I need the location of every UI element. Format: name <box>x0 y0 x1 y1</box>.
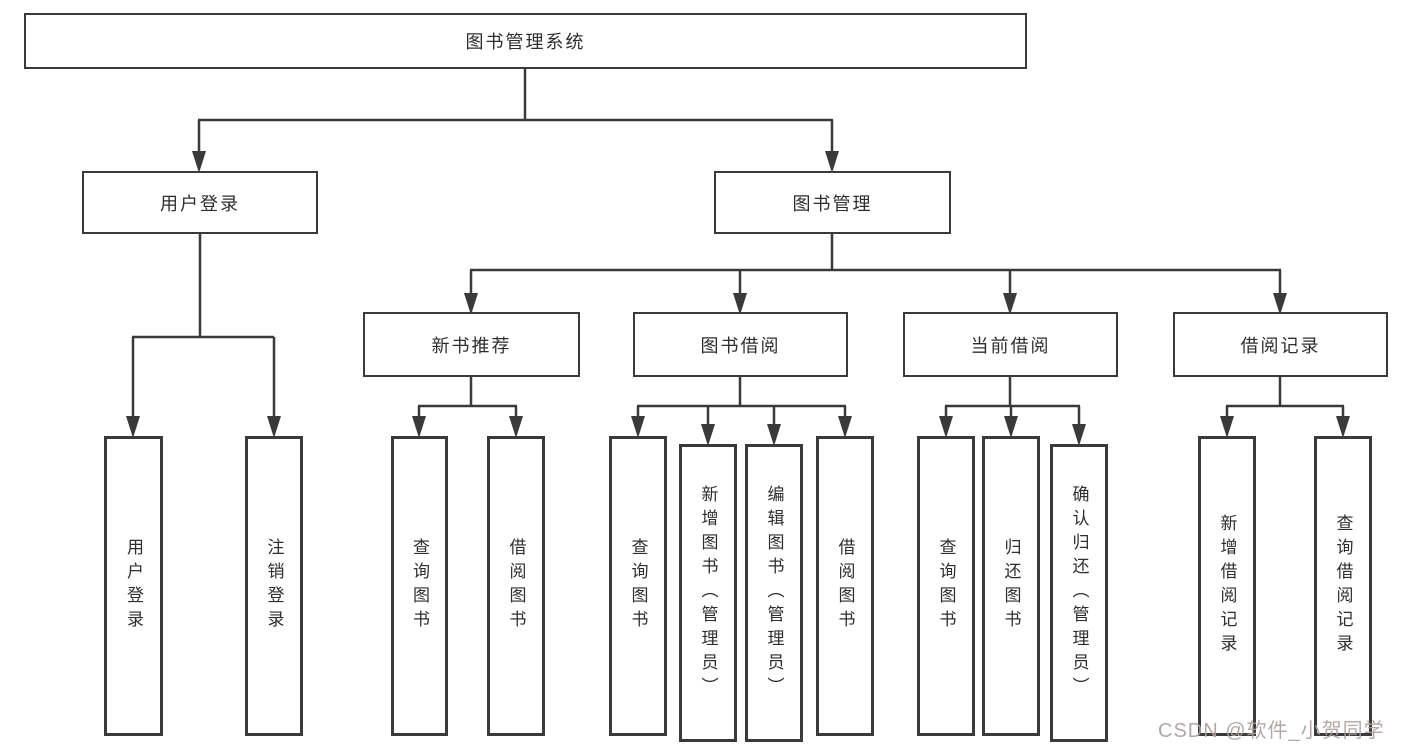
node-book-borrowing: 图书借阅 <box>633 312 848 377</box>
node-label: 图书管理系统 <box>465 32 586 52</box>
leaf-borrow-books-recommend: 借阅图书 <box>487 436 545 736</box>
leaf-user-login: 用户登录 <box>104 436 163 736</box>
node-label: 借阅图书 <box>835 538 855 634</box>
node-label: 用户登录 <box>124 538 143 634</box>
leaf-query-borrow-record: 查询借阅记录 <box>1314 436 1372 736</box>
node-label: 当前借阅 <box>970 335 1051 356</box>
node-label: 注销登录 <box>264 538 284 634</box>
node-library-management-system: 图书管理系统 <box>24 13 1027 69</box>
leaf-logout: 注销登录 <box>245 436 303 736</box>
node-label: 用户登录 <box>160 193 240 214</box>
csdn-watermark: CSDN @软件_小贺同学 <box>1158 720 1385 742</box>
leaf-query-books-recommend: 查询图书 <box>391 436 448 736</box>
leaf-query-books-borrow: 查询图书 <box>609 436 667 736</box>
leaf-edit-books-admin: 编辑图书（管理员） <box>745 444 803 742</box>
node-label: 归还图书 <box>1001 538 1021 634</box>
leaf-confirm-return-admin: 确认归还（管理员） <box>1050 444 1108 742</box>
node-label: 图书管理 <box>792 193 873 214</box>
node-label: 编辑图书（管理员） <box>764 485 784 701</box>
node-label: 图书借阅 <box>700 335 781 356</box>
node-label: 查询借阅记录 <box>1333 514 1353 658</box>
node-label: 查询图书 <box>410 538 429 634</box>
node-label: 新增图书（管理员） <box>698 485 718 701</box>
node-label: 查询图书 <box>936 538 956 634</box>
node-label: 新增借阅记录 <box>1217 514 1237 658</box>
node-borrow-records: 借阅记录 <box>1173 312 1388 377</box>
leaf-add-books-admin: 新增图书（管理员） <box>679 444 737 742</box>
node-label: 新书推荐 <box>431 335 512 356</box>
node-new-book-recommend: 新书推荐 <box>363 312 580 377</box>
node-current-borrowing: 当前借阅 <box>903 312 1118 377</box>
node-book-management: 图书管理 <box>714 171 951 234</box>
node-label: 借阅图书 <box>506 538 526 634</box>
leaf-query-books-current: 查询图书 <box>917 436 975 736</box>
node-label: 查询图书 <box>628 538 648 634</box>
leaf-return-books: 归还图书 <box>982 436 1040 736</box>
node-label: 确认归还（管理员） <box>1069 485 1089 701</box>
node-label: 借阅记录 <box>1240 335 1321 356</box>
arrowheads <box>126 151 1350 446</box>
leaf-add-borrow-record: 新增借阅记录 <box>1198 436 1256 736</box>
node-user-login: 用户登录 <box>82 171 318 234</box>
leaf-borrow-books: 借阅图书 <box>816 436 874 736</box>
